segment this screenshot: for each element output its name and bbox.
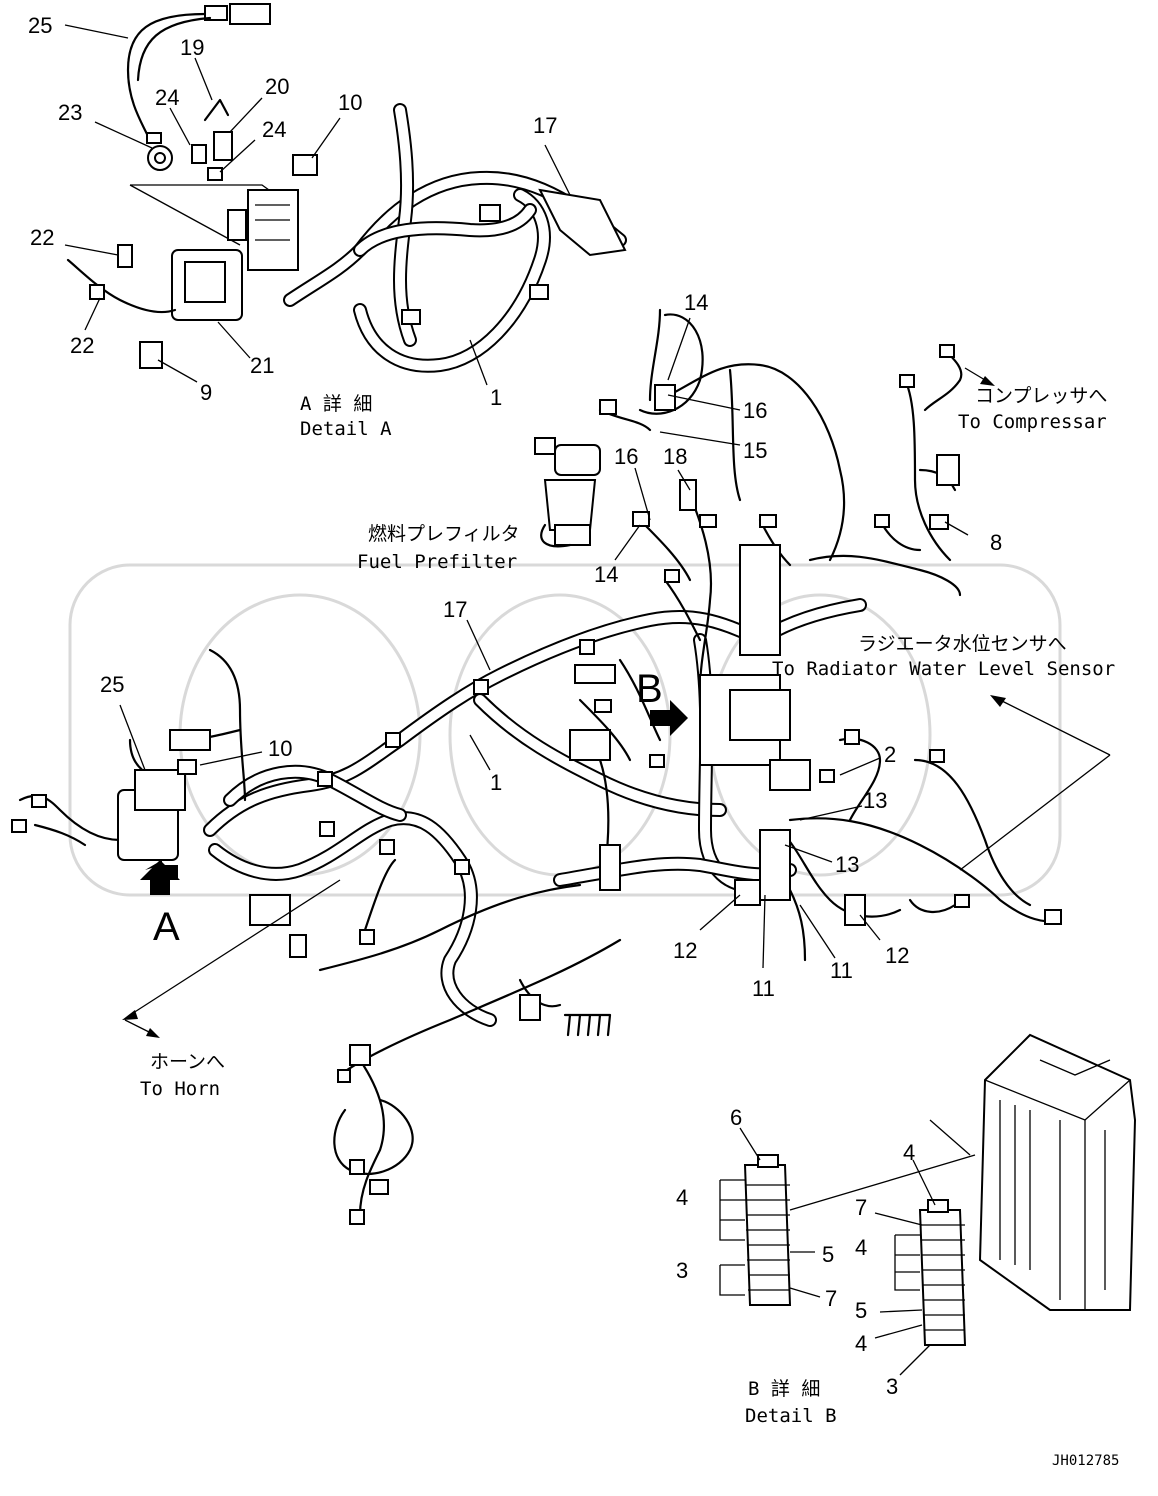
compressor-label-jp: コンプレッサへ (975, 385, 1107, 407)
detail-b-fuse-box (719, 1033, 1137, 1346)
view-a-marker: A (153, 905, 180, 949)
compressor-label: To Compressar (958, 411, 1107, 433)
callout-7: 7 (855, 1195, 867, 1220)
prefilter-label: Fuel Prefilter (357, 551, 517, 573)
horn-label: To Horn (140, 1078, 220, 1100)
callout-4: 4 (903, 1140, 915, 1165)
callout-3: 3 (676, 1258, 688, 1283)
callout-13: 13 (835, 852, 859, 877)
callout-17: 17 (443, 597, 467, 622)
callout-5: 5 (822, 1242, 834, 1267)
callout-10: 10 (338, 90, 362, 115)
callout-19: 19 (180, 35, 204, 60)
callout-16: 16 (743, 398, 767, 423)
callout-12: 12 (885, 943, 909, 968)
callout-1: 1 (490, 385, 502, 410)
callout-18: 18 (663, 444, 687, 469)
captions: A 詳 細 Detail A コンプレッサへ To Compressar 燃料プ… (140, 385, 1119, 1469)
callout-10: 10 (268, 736, 292, 761)
fuel-prefilter-drawing (534, 437, 601, 548)
callout-15: 15 (743, 438, 767, 463)
callout-2: 2 (884, 742, 896, 767)
drawing-number: JH012785 (1052, 1453, 1119, 1469)
callout-25: 25 (100, 672, 124, 697)
callout-8: 8 (990, 530, 1002, 555)
radiator-label-jp: ラジエータ水位センサへ (858, 633, 1067, 655)
detail-a-harness (66, 3, 627, 373)
callout-11: 11 (752, 976, 775, 1001)
leader-lines (64, 24, 969, 1376)
fuse-comb (563, 1013, 612, 1037)
callout-4: 4 (855, 1235, 867, 1260)
callout-25: 25 (28, 13, 52, 38)
callout-1: 1 (490, 770, 502, 795)
callout-24: 24 (262, 117, 286, 142)
callout-9: 9 (200, 380, 212, 405)
callout-4: 4 (676, 1185, 688, 1210)
radiator-label: To Radiator Water Level Sensor (772, 658, 1115, 680)
callout-7: 7 (825, 1286, 837, 1311)
callout-numbers: 25 19 24 20 24 23 10 17 22 22 21 9 1 14 … (28, 13, 1002, 1399)
callout-12: 12 (673, 938, 697, 963)
callout-3: 3 (886, 1374, 898, 1399)
callout-5: 5 (855, 1298, 867, 1323)
callout-14: 14 (594, 562, 618, 587)
prefilter-label-jp: 燃料プレフィルタ (368, 523, 520, 545)
detail-b-label: Detail B (745, 1405, 837, 1427)
callout-4: 4 (855, 1331, 867, 1356)
main-harness (11, 308, 1062, 1225)
detail-a-label-jp: A 詳 細 (300, 393, 372, 415)
view-b-marker: B (636, 667, 663, 711)
callout-20: 20 (265, 74, 289, 99)
callout-17: 17 (533, 113, 557, 138)
callout-24: 24 (155, 85, 179, 110)
callout-16: 16 (614, 444, 638, 469)
callout-22: 22 (70, 333, 94, 358)
callout-11: 11 (830, 958, 853, 983)
callout-23: 23 (58, 100, 82, 125)
callout-6: 6 (730, 1105, 742, 1130)
callout-22: 22 (30, 225, 54, 250)
callout-13: 13 (863, 788, 887, 813)
view-arrows (122, 367, 1111, 1038)
detail-a-label: Detail A (300, 418, 392, 440)
callout-21: 21 (250, 353, 274, 378)
horn-label-jp: ホーンへ (150, 1051, 225, 1073)
callout-14: 14 (684, 290, 708, 315)
detail-b-label-jp: B 詳 細 (748, 1378, 820, 1400)
